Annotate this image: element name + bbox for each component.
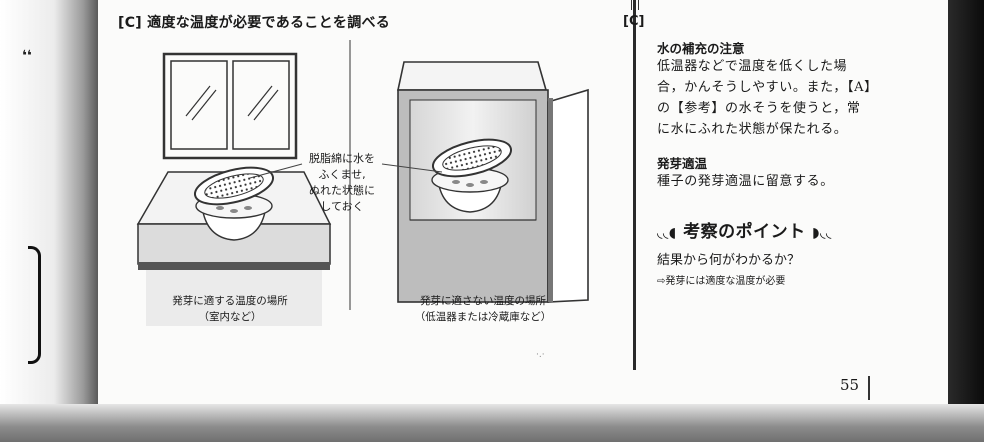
margin-bracket	[28, 246, 41, 364]
window	[162, 52, 298, 160]
water-note-body: 低温器などで温度を低くした場 合，かんそうしやすい。また，【A】 の【参考】の水…	[657, 59, 878, 137]
point-title: 考察のポイント	[683, 222, 806, 242]
water-note-heading: 水の補充の注意	[657, 41, 745, 56]
dish-warm	[193, 166, 275, 241]
germination-body: 種子の発芽適温に留意する。	[657, 174, 834, 189]
refrigerator	[397, 61, 589, 303]
callout-leaders	[249, 163, 443, 179]
book-edge	[948, 0, 984, 442]
binding-line	[633, 0, 636, 370]
table	[136, 171, 332, 326]
point-heading: ◟◟◖ 考察のポイント ◗◟◟	[657, 217, 832, 242]
decor-left-icon: ◟◟◖	[657, 225, 677, 241]
bottom-shadow	[0, 404, 984, 442]
germination-heading: 発芽適温	[657, 156, 708, 171]
page-title: [C] 適度な温度が必要であることを調べる	[118, 15, 391, 31]
speck: ·.·	[536, 350, 545, 360]
decor-right-icon: ◗◟◟	[812, 225, 832, 241]
caption-warm-location: 発芽に適する温度の場所 （室内など）	[172, 295, 288, 323]
experiment-illustration	[136, 40, 589, 326]
caption-cold-location: 発芽に適さない温度の場所 （低温器または冷蔵庫など）	[414, 295, 552, 323]
point-answer: ⇨発芽には適度な温度が必要	[657, 276, 786, 287]
dish-cold	[431, 138, 513, 213]
page-number-bar	[868, 376, 870, 400]
point-question: 結果から何がわかるか？	[657, 253, 801, 268]
callout-note: 脱脂綿に水を ふくませ, ぬれた状態に しておく	[309, 152, 375, 213]
binding-top	[631, 0, 639, 10]
margin-mark: ❛❛	[22, 48, 32, 64]
section-label: [C]	[623, 14, 645, 29]
book-gutter	[0, 0, 98, 442]
page-number: 55	[840, 376, 860, 394]
book-page: [C] 適度な温度が必要であることを調べる	[98, 0, 948, 404]
